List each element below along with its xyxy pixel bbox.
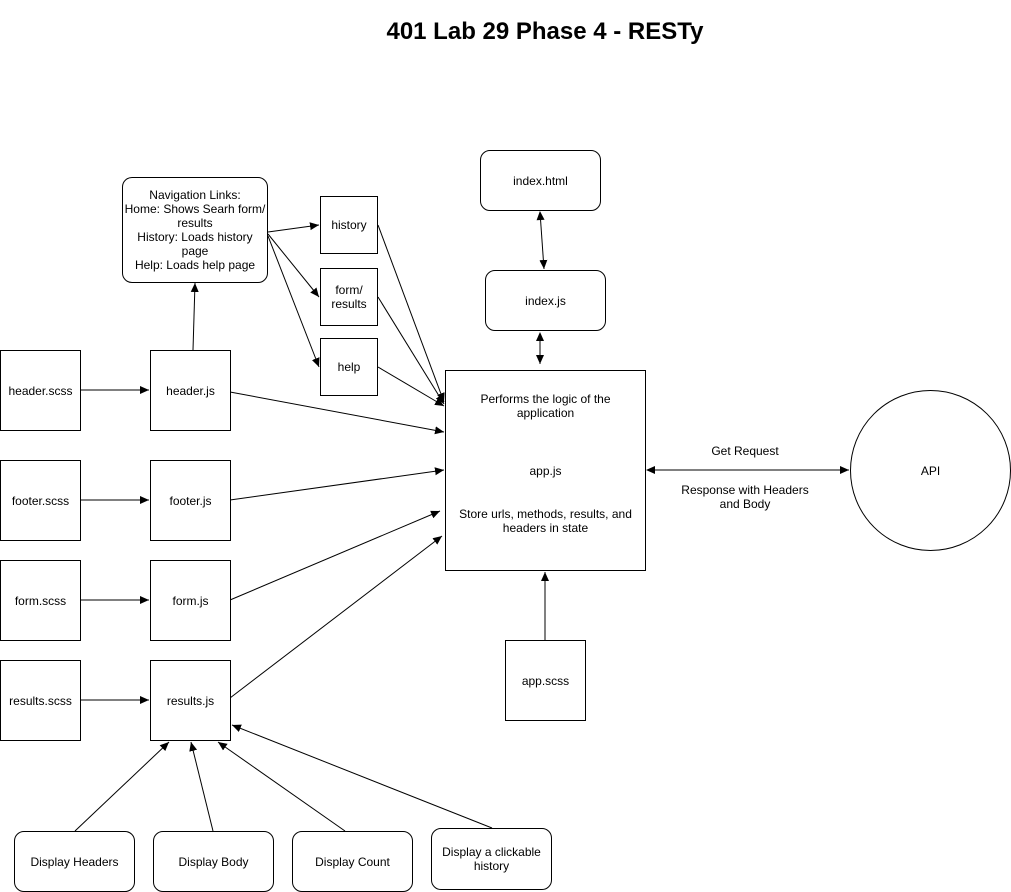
node-label: Display a clickable history — [442, 845, 541, 873]
node-label: index.html — [513, 173, 568, 188]
edge-display-body-to-results — [189, 741, 214, 832]
node-footer-js: footer.js — [150, 460, 231, 541]
node-label: Display Body — [178, 854, 249, 869]
edge-display-history-to-results — [231, 724, 493, 829]
edge-nav-to-form-results — [267, 233, 320, 298]
edge-form-results-to-app — [377, 296, 445, 405]
edge-display-headers-to-results — [74, 741, 170, 832]
node-label: Display Count — [315, 854, 390, 869]
node-footer-scss: footer.scss — [0, 460, 81, 541]
node-label: API — [920, 463, 941, 478]
node-label: footer.scss — [11, 493, 70, 508]
node-app-js — [445, 370, 646, 571]
node-app-scss: app.scss — [505, 640, 586, 721]
edge-history-to-app — [377, 224, 445, 403]
diagram-title: 401 Lab 29 Phase 4 - RESTy — [386, 18, 704, 45]
node-label: results.scss — [9, 693, 72, 708]
node-results-js: results.js — [150, 660, 231, 741]
node-header-scss: header.scss — [0, 350, 81, 431]
edge-form-js-to-app — [229, 510, 441, 601]
node-label: footer.js — [169, 493, 212, 508]
node-label: app.scss — [521, 673, 570, 688]
node-form-scss: form.scss — [0, 560, 81, 641]
node-help: help — [320, 338, 378, 396]
node-label: Display Headers — [30, 854, 119, 869]
node-results-scss: results.scss — [0, 660, 81, 741]
edge-help-to-app — [377, 366, 445, 407]
edge-header-js-to-nav-links — [190, 282, 199, 351]
node-form-js: form.js — [150, 560, 231, 641]
node-display-history: Display a clickable history — [431, 828, 552, 890]
edge-index-html-index-js — [536, 211, 548, 270]
node-label: header.scss — [8, 383, 73, 398]
node-label: form.js — [172, 593, 209, 608]
edge-header-js-to-app — [229, 391, 445, 435]
node-display-count: Display Count — [292, 831, 413, 892]
edge-label-get-request: Get Request — [711, 444, 779, 458]
app-logic-label: Performs the logic of the application — [480, 392, 611, 420]
edge-results-js-to-app — [229, 535, 443, 699]
node-api: API — [850, 390, 1011, 551]
app-js-label: app.js — [529, 464, 562, 478]
node-label: form/ results — [331, 283, 367, 311]
node-label: help — [337, 360, 361, 374]
node-display-headers: Display Headers — [14, 831, 135, 892]
node-header-js: header.js — [150, 350, 231, 431]
node-form-results: form/ results — [320, 268, 378, 326]
node-label: Navigation Links: Home: Shows Searh form… — [124, 188, 266, 272]
edge-label-response: Response with Headers and Body — [681, 483, 809, 511]
app-state-label: Store urls, methods, results, and header… — [459, 507, 632, 535]
node-display-body: Display Body — [153, 831, 274, 892]
node-label: results.js — [166, 693, 215, 708]
node-label: history — [331, 218, 367, 232]
node-history: history — [320, 196, 378, 254]
edge-footer-js-to-app — [229, 467, 445, 501]
node-index-js: index.js — [485, 270, 606, 331]
node-index-html: index.html — [480, 150, 601, 211]
edge-display-count-to-results — [217, 741, 346, 832]
node-label: form.scss — [14, 593, 67, 608]
edge-nav-to-history — [267, 222, 320, 233]
node-label: header.js — [166, 383, 215, 398]
node-navigation-links: Navigation Links: Home: Shows Searh form… — [122, 177, 268, 283]
edge-nav-to-help — [267, 235, 320, 368]
node-label: index.js — [525, 293, 566, 308]
